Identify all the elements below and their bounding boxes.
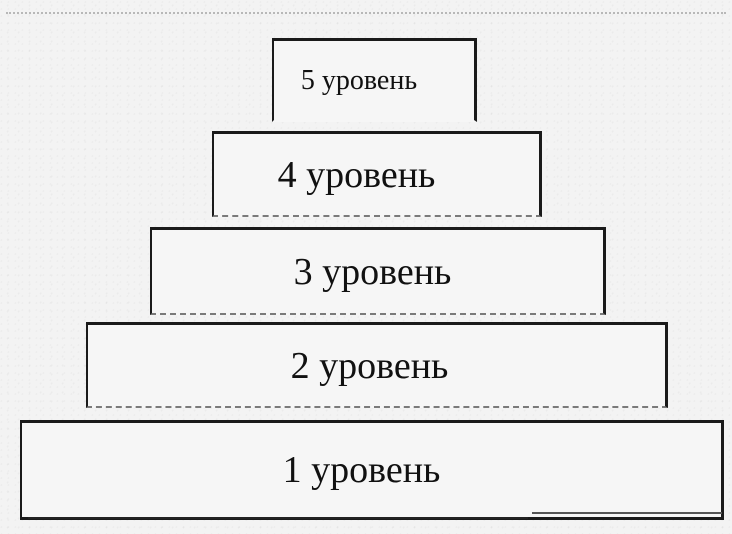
level-1-box: 1 уровень: [20, 420, 724, 520]
bottom-edge-mark: [28, 517, 528, 519]
level-1-label: 1 уровень: [282, 449, 441, 491]
level-5-label: 5 уровень: [300, 64, 418, 96]
level-3-box: 3 уровень: [150, 227, 606, 315]
level-5-box: 5 уровень: [272, 38, 477, 122]
level-4-box: 4 уровень: [212, 131, 542, 217]
level-2-label: 2 уровень: [290, 344, 449, 387]
level-3-label: 3 уровень: [293, 250, 452, 293]
level-2-box: 2 уровень: [86, 322, 668, 408]
level-4-label: 4 уровень: [277, 153, 436, 196]
top-dotted-rule: [6, 12, 726, 14]
bottom-edge-mark-right: [532, 512, 722, 514]
